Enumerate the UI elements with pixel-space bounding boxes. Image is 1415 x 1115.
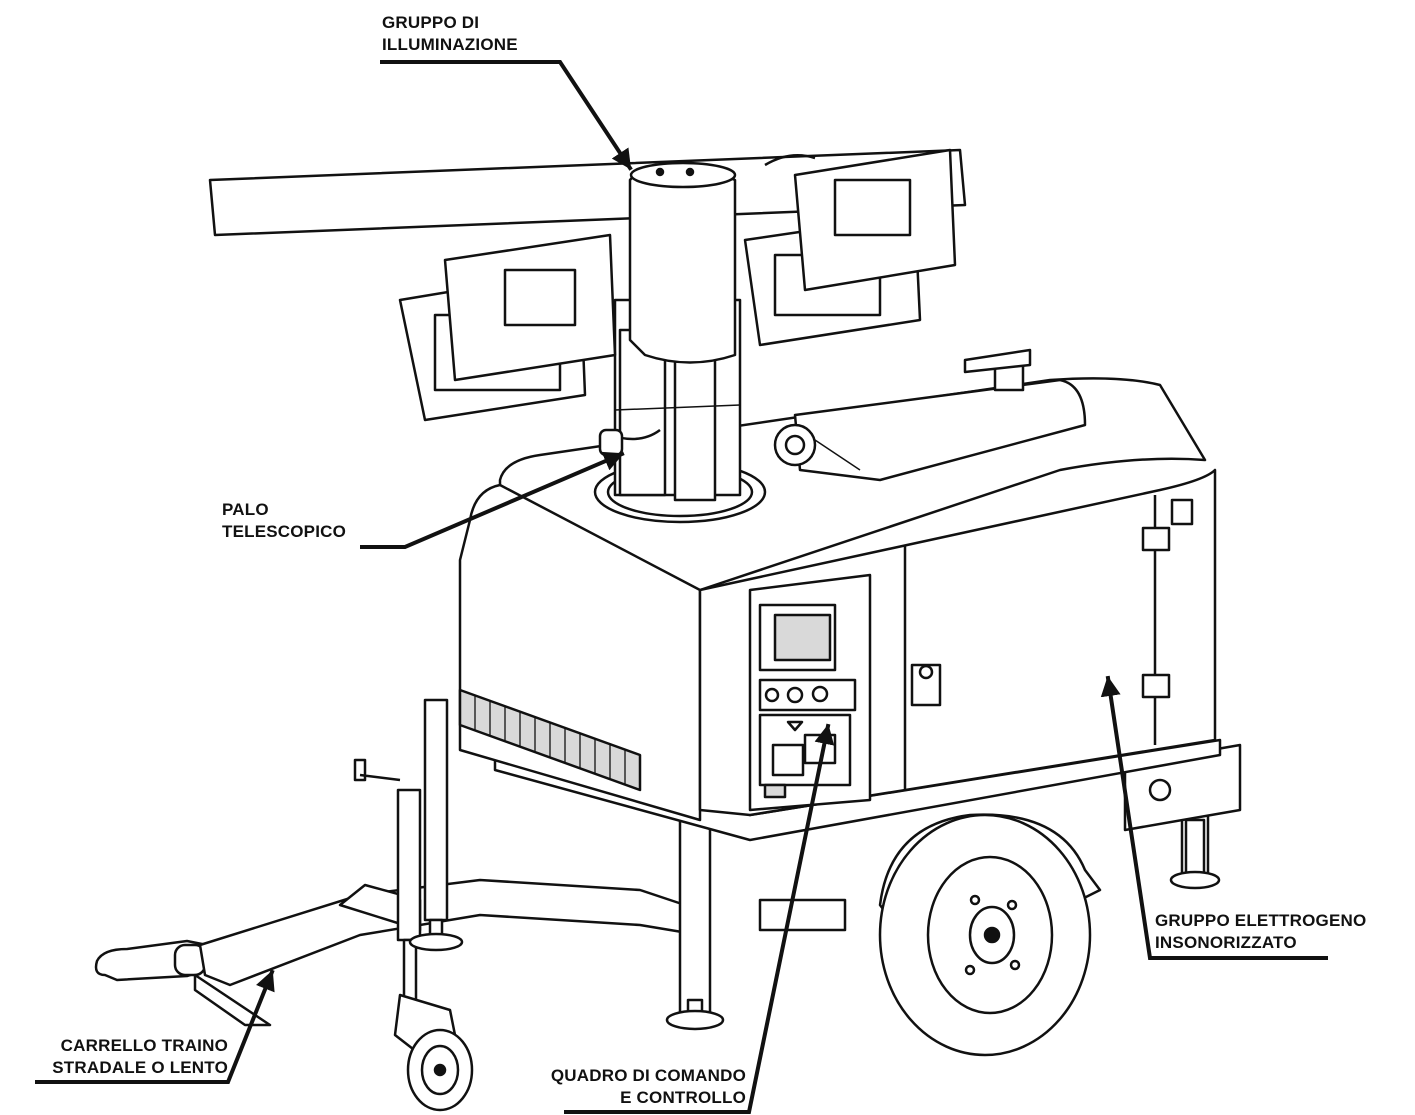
leader-panel [564,723,835,1114]
floodlight-right-front [764,148,957,292]
label-control-panel: QUADRO DI COMANDO E CONTROLLO [520,1065,746,1109]
label-generator-line2: INSONORIZZATO [1155,933,1297,952]
label-generator-group: GRUPPO ELETTROGENO INSONORIZZATO [1155,910,1366,954]
label-trailer-line2: STRADALE O LENTO [52,1058,228,1077]
label-towing-trailer: CARRELLO TRAINO STRADALE O LENTO [30,1035,228,1079]
label-lighting-group: GRUPPO DI ILLUMINAZIONE [382,12,518,56]
front-support-leg [408,698,464,952]
label-panel-line2: E CONTROLLO [620,1088,746,1107]
label-mast-line1: PALO [222,500,269,519]
floodlight-left-front [443,233,617,382]
label-trailer-line1: CARRELLO TRAINO [60,1036,228,1055]
jockey-wheel [353,758,474,1112]
lighting-head [208,148,967,364]
leader-trailer [35,969,275,1084]
leader-mast [360,451,625,549]
label-generator-line1: GRUPPO ELETTROGENO [1155,911,1367,930]
label-mast-line2: TELESCOPICO [222,522,347,541]
label-lighting-line1: GRUPPO DI [382,13,480,32]
leader-generator [1100,675,1328,960]
label-telescopic-mast: PALO TELESCOPICO [222,499,346,543]
label-lighting-line2: ILLUMINAZIONE [382,35,518,54]
label-panel-line1: QUADRO DI COMANDO [550,1066,746,1085]
road-wheel [758,813,1102,1057]
control-panel [748,573,872,812]
leader-lighting [380,60,633,171]
